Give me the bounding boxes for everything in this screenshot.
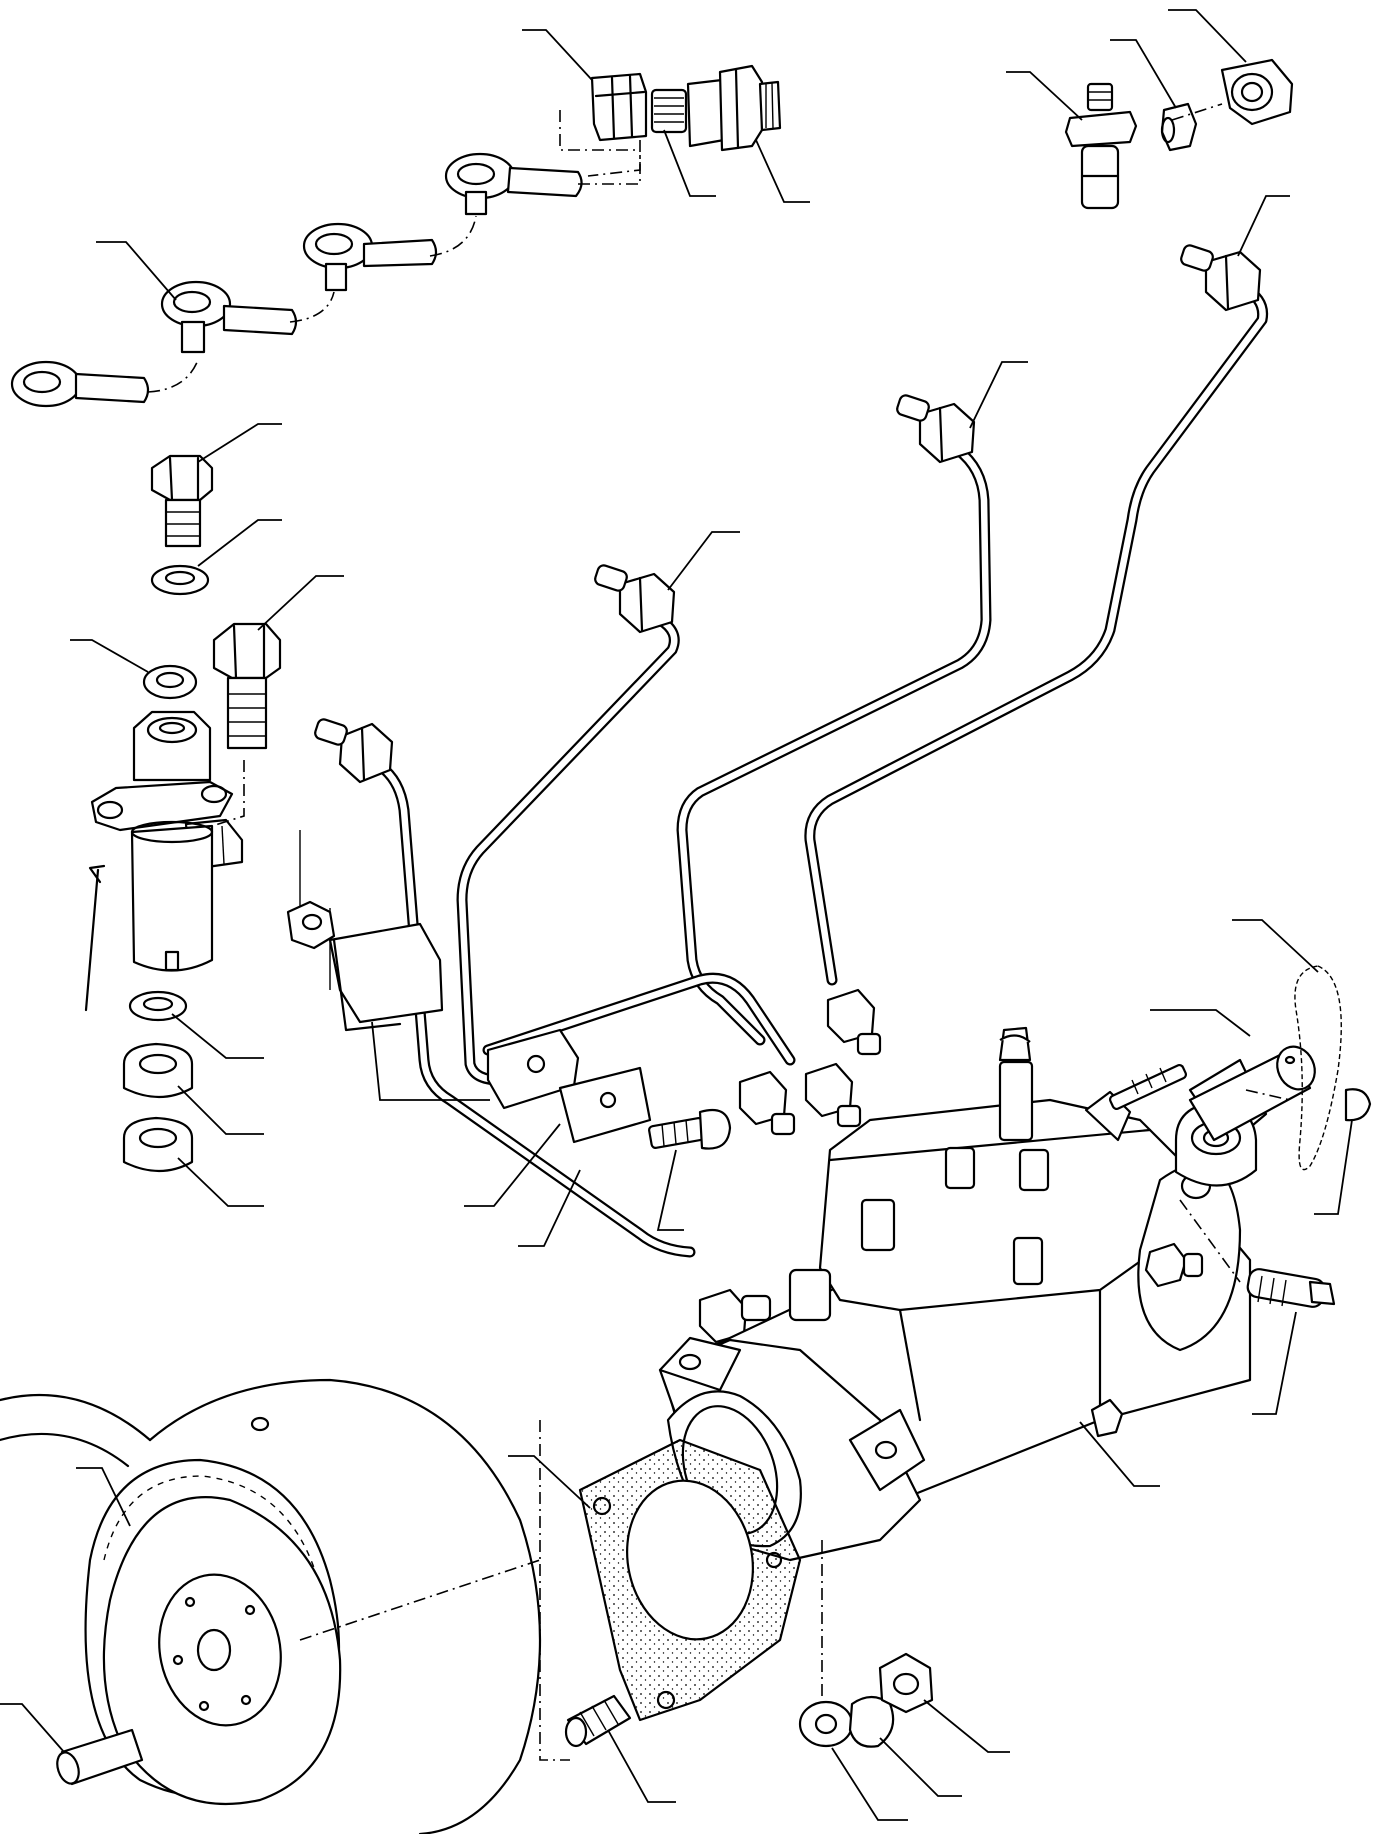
pump-end-bleed-nipple: [1246, 1268, 1336, 1308]
top-nut-spring-union-group: [559, 64, 782, 177]
pump-drive-gear: [84, 1458, 342, 1806]
leader-pipe-bracket: [371, 1021, 490, 1101]
pipe-nut-pump-1: [738, 1070, 796, 1136]
leader-clamp-bolt: [257, 575, 344, 631]
olive-sleeve: [1160, 102, 1198, 152]
injector-clamp-bolt: [211, 622, 282, 827]
banjo-bolt-with-washer: [150, 454, 214, 596]
leader-grommet: [1314, 1119, 1353, 1215]
plain-washer: [798, 1700, 854, 1748]
pipe-bracket: [328, 922, 444, 1024]
bleed-nipple: [1064, 82, 1138, 210]
stud-nut: [878, 1652, 934, 1714]
injector-body: [130, 824, 214, 972]
pipe-nut-4: [1180, 244, 1262, 312]
injector-assembly: [84, 664, 244, 1012]
spring: [650, 88, 688, 134]
leader-gasket: [508, 1455, 591, 1509]
injector-washer-top: [142, 664, 198, 700]
pump-flange-gasket: [578, 1438, 802, 1722]
leader-pipe-1: [518, 1169, 581, 1247]
delivery-valve-holders: [788, 1026, 1050, 1322]
pipe-nut-pump-4: [698, 1288, 772, 1344]
spring-washer: [848, 1695, 895, 1748]
leader-drive-gear: [76, 1467, 131, 1527]
leader-bleed-nipple: [1006, 71, 1083, 121]
pump-inlet-union: [788, 1268, 832, 1322]
leader-pipe-nut-3: [969, 361, 1028, 429]
pipe-nut-2: [594, 564, 676, 634]
cap-nut: [1220, 58, 1294, 126]
pipe-clamp-lower: [558, 1066, 652, 1144]
leader-washer-1: [171, 1013, 264, 1059]
leader-end-bleed-nipple: [1252, 1311, 1297, 1415]
pipe-clamps: [299, 830, 652, 1144]
leader-bolt-washer: [197, 519, 282, 567]
pipe-nut-3: [896, 394, 976, 464]
leader-union-nut: [522, 29, 593, 81]
union-nut: [590, 72, 648, 142]
leader-banjo-bolt: [197, 423, 282, 463]
leader-pump-body: [1079, 1421, 1160, 1487]
timing-cover: [0, 1378, 542, 1834]
leader-cap-nut: [1168, 9, 1247, 63]
mounting-stud: [564, 1694, 632, 1748]
bracket-nut: [286, 900, 336, 950]
control-lever: [1084, 1063, 1187, 1142]
clamp-screw: [648, 1108, 732, 1150]
leader-union-fitting: [755, 139, 810, 203]
leader-olive-sleeve: [1110, 39, 1177, 109]
high-pressure-fuel-pipes: [314, 244, 1269, 1344]
leader-washer-3: [177, 1157, 264, 1207]
leader-clamp-screw: [656, 1149, 684, 1231]
leader-banjo-fitting: [96, 241, 177, 301]
injection-pump: [658, 1026, 1252, 1562]
leader-stud: [607, 1729, 676, 1803]
o-ring-seal: [1294, 965, 1342, 1171]
leader-washer-2: [177, 1085, 264, 1135]
leader-inlet-pipe: [1150, 1009, 1251, 1037]
banjo-fitting-1: [10, 360, 150, 408]
leader-pipe-nut-4: [1237, 195, 1290, 257]
leader-injector-washer: [70, 639, 149, 673]
callout-leader-lines: [0, 9, 1353, 1821]
leader-plain-washer: [831, 1747, 908, 1821]
leader-pipe-clamp: [464, 1123, 561, 1207]
top-right-fittings: [1064, 58, 1294, 210]
banjo-fitting-3: [302, 222, 438, 292]
leader-spring-washer: [879, 1737, 962, 1797]
pipe-nut-1: [314, 718, 394, 784]
leader-dowel-pin: [0, 1703, 65, 1753]
pump-bleed-screw: [1144, 1242, 1204, 1288]
leader-o-ring: [1232, 919, 1319, 973]
banjo-fitting-2: [160, 280, 298, 354]
injector-sealing-washers: [122, 990, 194, 1172]
pipe-nut-pump-3: [826, 988, 882, 1056]
leader-spring: [663, 129, 716, 197]
leader-stud-nut: [923, 1699, 1010, 1753]
assembly-centerlines: [299, 103, 1291, 1761]
pipe-nut-pump-2: [804, 1062, 862, 1128]
banjo-fittings-group: [10, 150, 641, 408]
leader-pipe-nut-2: [667, 531, 740, 591]
inlet-banjo-fitting: [1174, 1045, 1316, 1187]
stud-washers-and-nut: [798, 1652, 934, 1748]
injector-clamp-flange: [90, 780, 234, 832]
banjo-fitting-4: [444, 152, 583, 216]
gear-dowel-pin: [56, 1728, 144, 1786]
union-fitting: [686, 64, 782, 152]
pump-side-screw: [1090, 1398, 1124, 1438]
grommet: [1344, 1088, 1372, 1122]
